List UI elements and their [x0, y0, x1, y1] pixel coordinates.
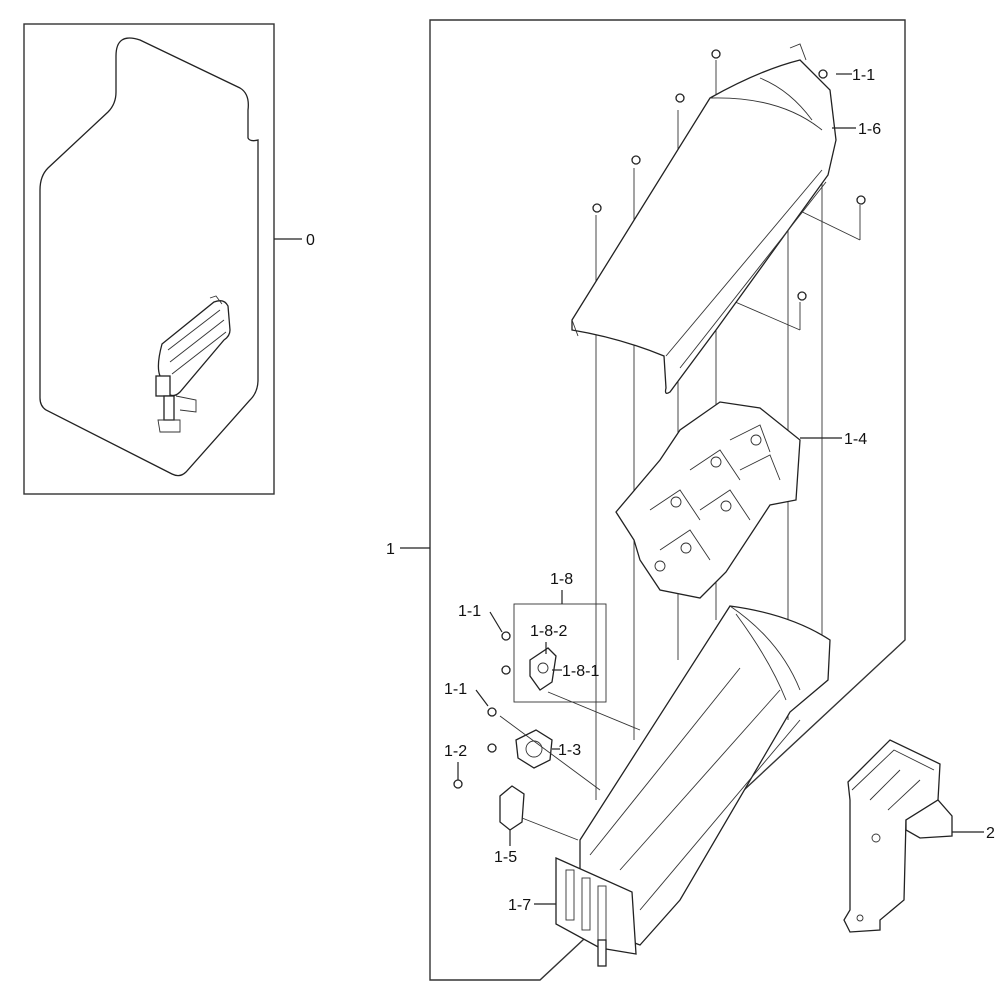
assembly-1-panel: 1	[386, 19, 906, 981]
callout-2: 2	[986, 825, 995, 842]
duct-cover-1-6	[571, 43, 837, 394]
callout-0: 0	[306, 232, 315, 249]
thermostat-sensor-1-8-2	[529, 647, 557, 691]
screw-icon	[675, 93, 685, 103]
screw-icon	[453, 779, 463, 789]
screw-icon	[631, 155, 641, 165]
dryer-cabinet	[39, 37, 259, 477]
screw-icon	[487, 743, 497, 753]
callout-1-4: 1-4	[844, 431, 867, 448]
callout-1-8-2: 1-8-2	[530, 623, 567, 640]
callout-1: 1	[386, 541, 395, 558]
duct-housing-1-7	[555, 605, 831, 967]
callout-1-1-mid-b: 1-1	[444, 681, 467, 698]
screw-icon	[501, 665, 511, 675]
top-screws	[592, 49, 866, 301]
mounting-bracket-2: 2	[843, 739, 995, 933]
callout-1-2: 1-2	[444, 743, 467, 760]
screw-icon	[501, 631, 511, 641]
callout-1-8-1: 1-8-1	[562, 663, 599, 680]
subassembly-1-8-frame	[513, 603, 607, 703]
screw-icon	[797, 291, 807, 301]
callout-1-8: 1-8	[550, 571, 573, 588]
subassembly-1-8: 1-8 1-8-2 1-8-1 1-1	[458, 571, 641, 731]
screw-icon	[592, 203, 602, 213]
callout-1-6: 1-6	[858, 121, 881, 138]
heater-plate-1-4	[615, 401, 801, 599]
callout-1-7: 1-7	[508, 897, 531, 914]
callout-1-1-top: 1-1	[852, 67, 875, 84]
assembly-0-panel: 0	[23, 23, 315, 495]
thermal-fuse-1-5: 1-5 1-2	[444, 743, 579, 866]
cabinet-heater	[155, 295, 231, 433]
callout-1-5: 1-5	[494, 849, 517, 866]
screw-icon	[711, 49, 721, 59]
screw-icon	[856, 195, 866, 205]
assembly-0-frame	[23, 23, 275, 495]
screw-icon	[818, 69, 828, 79]
callout-1-1-mid-a: 1-1	[458, 603, 481, 620]
thermostat-1-3: 1-3 1-1	[444, 681, 601, 791]
callout-1-3: 1-3	[558, 742, 581, 759]
screw-icon	[487, 707, 497, 717]
